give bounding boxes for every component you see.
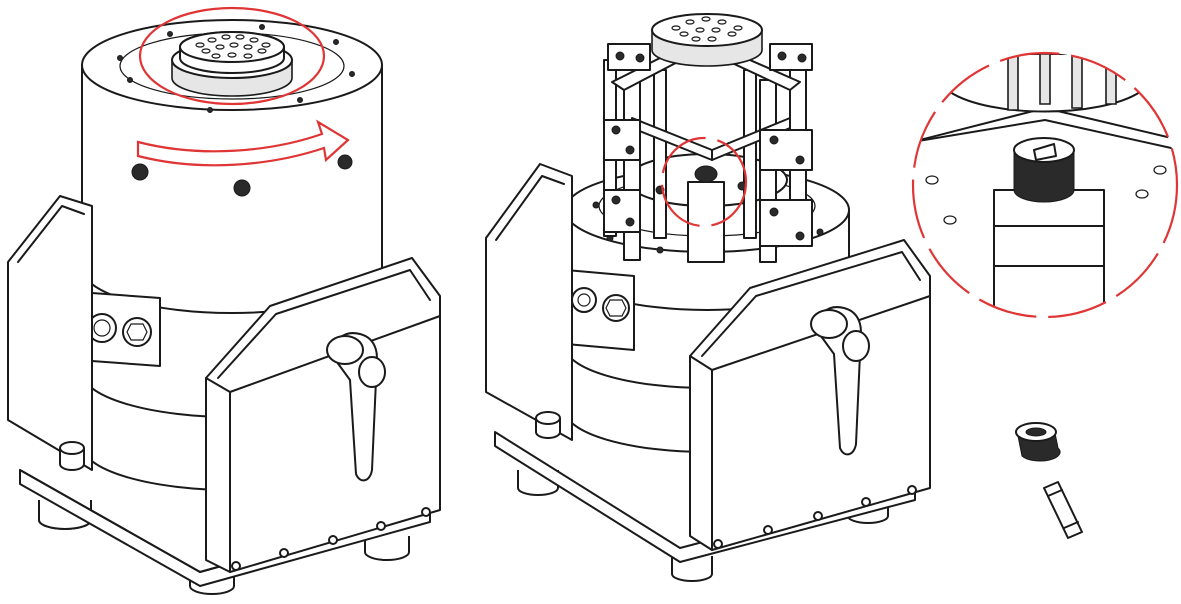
fuse-cap-icon <box>1015 422 1061 462</box>
detail-callout-ring <box>911 51 1179 319</box>
rotation-arrow-icon <box>136 119 350 167</box>
highlight-ring <box>660 136 748 228</box>
clamp-lever-icon <box>326 332 386 482</box>
highlight-ring <box>138 6 326 106</box>
fuse-holder-detail <box>911 51 1179 319</box>
base-plate <box>494 431 916 563</box>
side-frame <box>7 195 441 573</box>
cap-screw-knob <box>59 441 85 471</box>
side-frame <box>485 163 931 551</box>
payload-fixture <box>603 13 813 263</box>
fuse-parts <box>1015 422 1083 539</box>
foot-right-back <box>364 536 410 561</box>
fuse-cartridge-icon <box>1043 481 1083 539</box>
connector-panel <box>77 291 161 367</box>
exciter-assembled <box>7 6 441 595</box>
exciter-with-payload-fixture <box>485 13 931 582</box>
clamp-lever-icon <box>810 306 870 456</box>
cap-screw-knob <box>535 411 561 439</box>
